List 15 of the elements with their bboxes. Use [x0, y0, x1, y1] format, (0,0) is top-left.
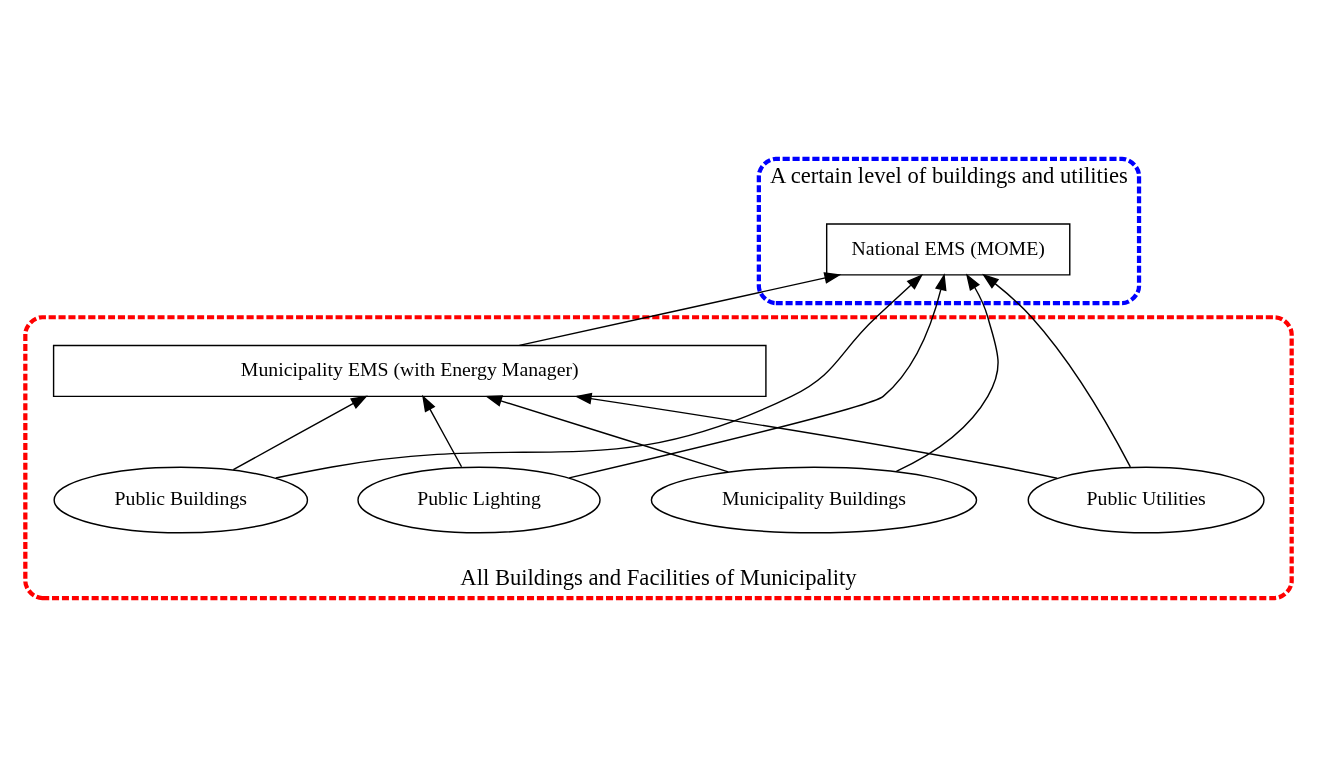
arrow: [518, 272, 842, 347]
node-ellipse: Public Buildings: [53, 466, 309, 534]
node-ellipse: Public Lighting: [357, 466, 601, 534]
arrow: [275, 273, 924, 479]
arrow: [895, 273, 999, 473]
arrow: [485, 395, 729, 473]
arrow: [574, 392, 1058, 479]
arrow: [568, 273, 947, 479]
node-ellipse: Public Utilities: [1027, 466, 1265, 534]
node-box: Municipality EMS (with Energy Manager): [52, 344, 767, 398]
node-ellipse: Municipality Buildings: [650, 466, 978, 534]
arrow: [982, 273, 1132, 468]
arrow: [232, 395, 368, 471]
arrow: [422, 394, 463, 468]
node-box: National EMS (MOME): [826, 223, 1071, 276]
